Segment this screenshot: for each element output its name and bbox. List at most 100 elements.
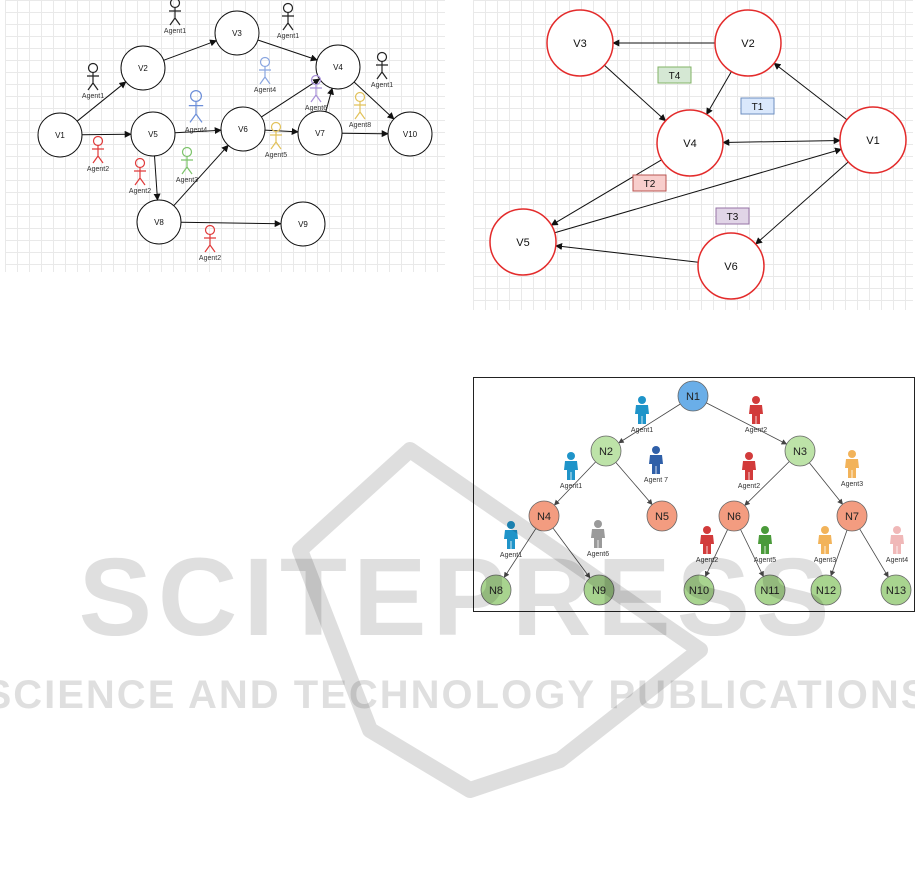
person-icon [893,526,901,534]
agent-figure: Agent2 [199,224,221,262]
agent-figure: Agent3 [176,146,198,184]
agent-label: Agent1 [277,33,299,40]
agent-figure: Agent5 [265,121,287,159]
agent-figure: Agent2 [129,157,151,195]
agent-figure: Agent4 [185,89,207,134]
agent-label: Agent 7 [644,477,668,484]
person-icon [745,452,753,460]
node-label: N5 [655,511,669,523]
tree-node [677,380,709,412]
graph-node [220,106,266,152]
node-label: V3 [232,29,242,38]
graph-node [130,111,176,157]
tree-node [836,500,868,532]
node-label: N12 [816,585,836,597]
agent-figure: Agent4 [886,526,908,564]
agent-label: Agent4 [886,557,908,564]
graph-edge [81,130,132,138]
graph-edge [173,144,229,207]
node-label: N11 [760,585,779,597]
graph-edge [325,87,334,112]
graph-edge [264,128,299,136]
person-icon [567,452,575,460]
person-icon [259,56,271,68]
node-label: V1 [55,131,65,140]
person-icon [821,526,829,534]
graph-node [315,44,361,90]
node-label: N7 [845,511,859,523]
person-icon [354,91,366,103]
agent-label: Agent1 [560,483,582,490]
agent-label: Agent2 [745,427,767,434]
graph-node [37,112,83,158]
person-icon [761,526,769,534]
watermark-subtitle: SCIENCE AND TECHNOLOGY PUBLICATIONS [0,673,915,717]
agent-figure: Agent3 [814,526,836,564]
agent-label: Agent5 [754,557,776,564]
agent-figure: Agent2 [696,526,718,564]
graph-edge [341,130,389,138]
node-label: V2 [741,38,754,50]
graph-edge [722,137,841,146]
agent-label: Agent2 [87,166,109,173]
tree-edge [618,403,681,444]
person-icon [638,396,646,404]
agent-label: Agent6 [305,105,327,112]
agent-figure: Agent1 [631,396,653,434]
node-label: N13 [886,585,906,597]
graph-edge [706,71,732,116]
graph-edge [153,155,161,201]
graph-edge [174,127,222,135]
node-label: N9 [592,585,606,597]
node-label: N6 [727,511,741,523]
person-icon [181,146,193,158]
agent-figure: Agent 7 [644,446,668,484]
graph-node [839,106,907,174]
node-label: N2 [599,446,613,458]
agent-figure: Agent1 [371,51,393,89]
node-label: N10 [689,585,709,597]
node-label: V3 [573,38,586,50]
agent-figure: Agent3 [841,450,863,488]
graph-edge [554,147,842,234]
node-label: V5 [516,237,529,249]
tree-edge [615,462,653,506]
task-badge: T2 [632,174,667,192]
graph-edge [180,220,282,228]
person-icon [703,526,711,534]
graph-edge [755,161,849,245]
task-label: T2 [644,179,656,190]
task-badge: T4 [657,66,692,84]
graph-node [297,110,343,156]
graph-edge [555,243,699,263]
node-label: V8 [154,218,164,227]
agent-label: Agent2 [696,557,718,564]
node-label: V2 [138,64,148,73]
agent-label: Agent5 [265,152,287,159]
agent-label: Agent3 [841,481,863,488]
node-label: V5 [148,130,158,139]
person-icon [92,135,104,147]
tree-edge [809,462,843,505]
task-label: T4 [669,71,681,82]
node-label: V10 [403,130,418,139]
node-label: V4 [683,138,696,150]
tree-node [683,574,715,606]
agent-figure: Agent6 [305,74,327,112]
graph-edge [163,39,218,61]
graph-node [120,45,166,91]
agent-figure: Agent1 [560,452,582,490]
node-label: V1 [866,135,879,147]
person-icon [87,62,99,74]
node-label: N8 [489,585,503,597]
graph-node [387,111,433,157]
person-icon [848,450,856,458]
node-label: N4 [537,511,551,523]
agent-label: Agent2 [129,188,151,195]
graph-edge [261,78,321,118]
person-icon [204,224,216,236]
agent-label: Agent4 [254,87,276,94]
